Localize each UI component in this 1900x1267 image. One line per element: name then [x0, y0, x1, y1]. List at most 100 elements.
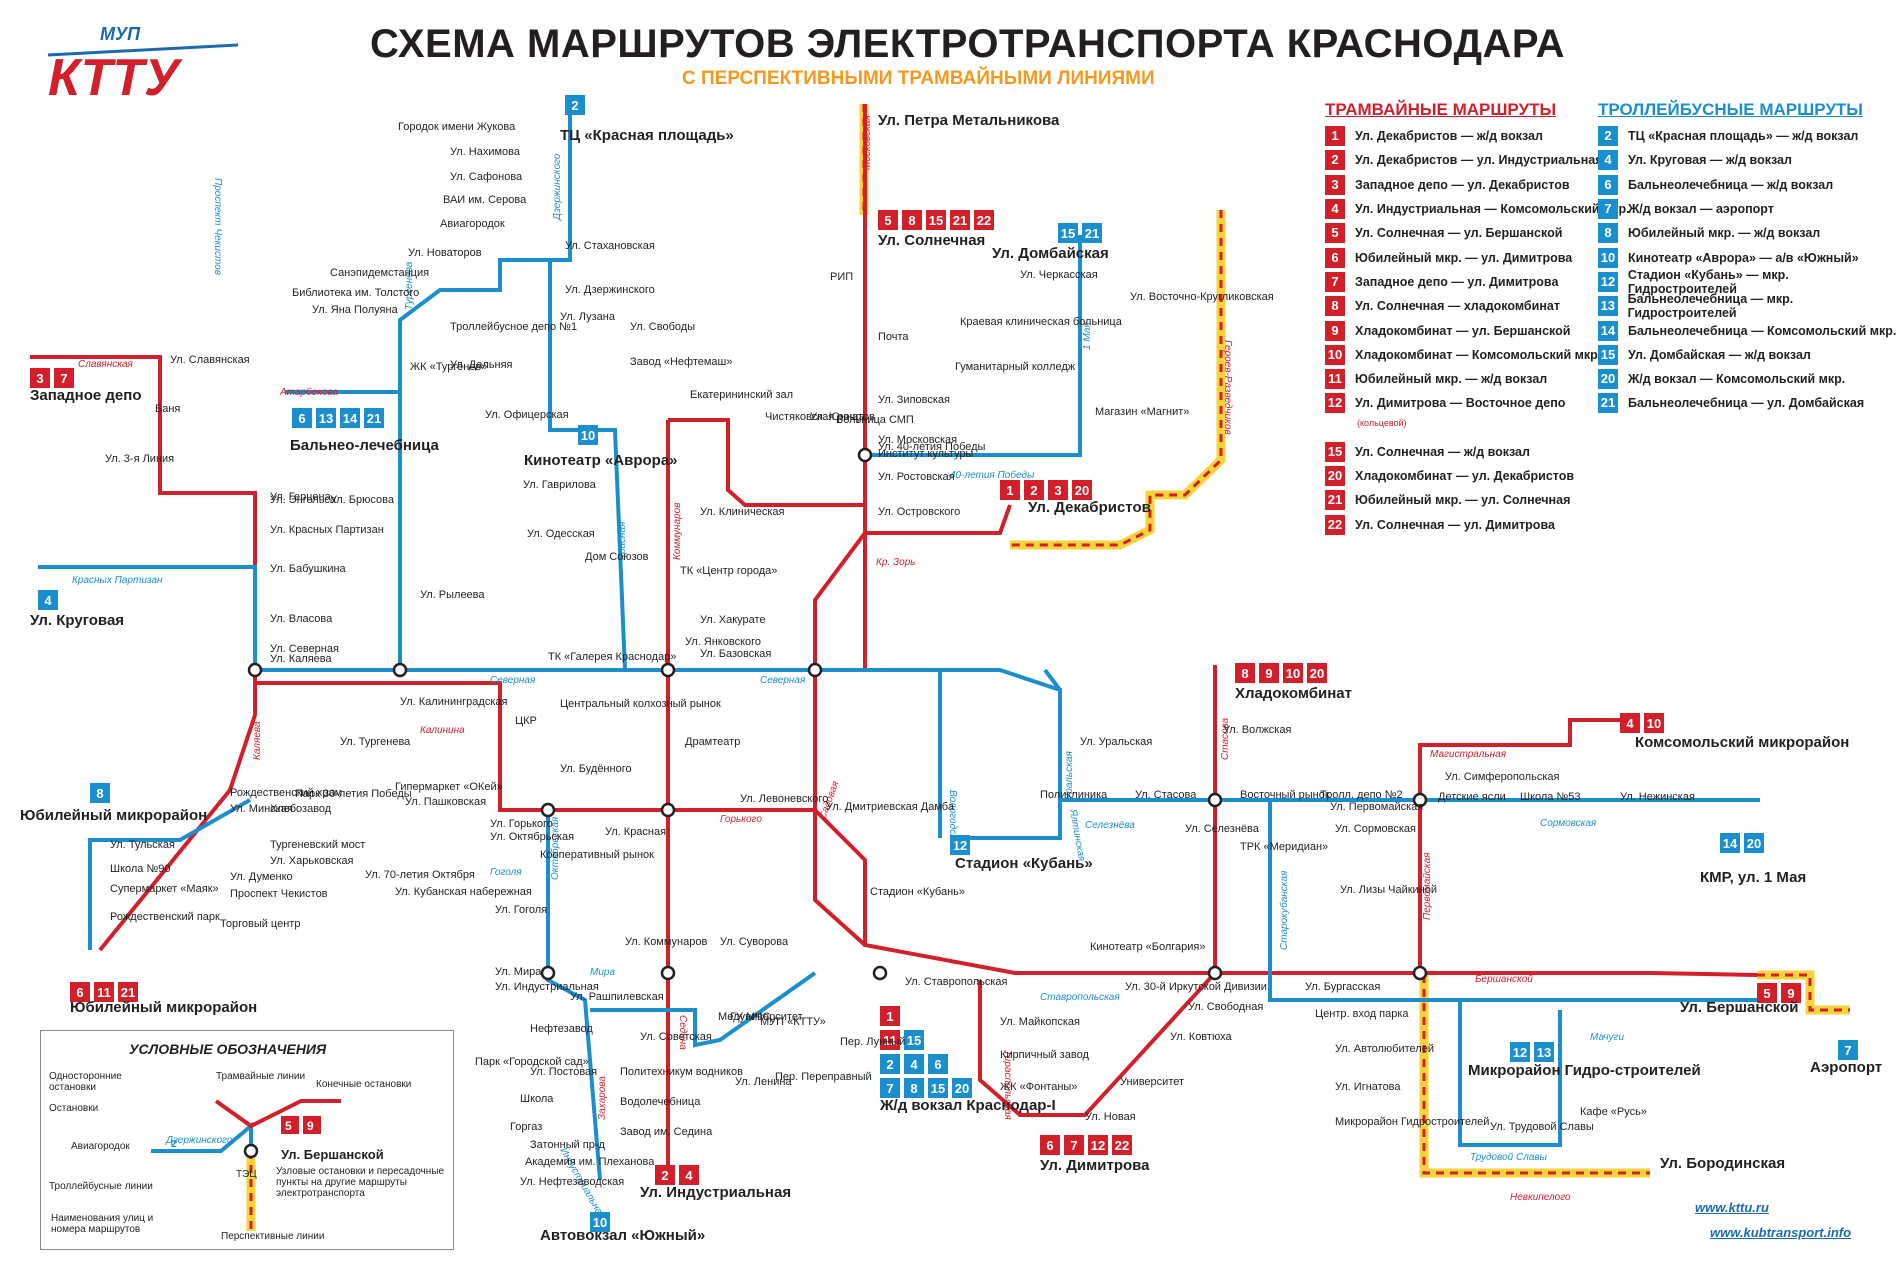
route-badge	[1644, 713, 1664, 733]
street-krasnaya: Красная	[617, 521, 628, 560]
tram-route-text: Юбилейный мкр. — ж/д вокзал	[1355, 372, 1548, 387]
node-turgeneva	[392, 662, 408, 678]
terminal-label: Ж/д вокзал Краснодар-I	[879, 1097, 1056, 1114]
stop-label: Ул. 70-летия Октября	[365, 869, 475, 881]
terminal-label: Ул. Круговая	[30, 612, 124, 629]
website-link-1[interactable]: www.kttu.ru	[1695, 1200, 1769, 1215]
stop-label: Ул. Дзержинского	[565, 284, 655, 296]
stop-label: Школа №53	[1520, 791, 1581, 803]
tram-route-badge: 21	[1325, 490, 1345, 511]
street-kommunarov: Коммунаров	[672, 503, 683, 560]
stop-label: Ул. Новая	[1085, 1111, 1136, 1123]
stop-label: Торговый центр	[220, 918, 300, 930]
tram-route-text: Ул. Солнечная — ул. Бершанской	[1355, 226, 1563, 241]
route-badge-label: 4	[685, 1168, 693, 1183]
legend-item: Дзержинского	[166, 1135, 233, 1146]
tram-route-text: Ул. Солнечная — ж/д вокзал	[1355, 444, 1530, 459]
route-badge-label: 20	[955, 1081, 969, 1096]
stop-label: Парк 30-летия Победы	[295, 788, 412, 800]
route-badge	[90, 783, 110, 803]
stop-label: Ул. Красная	[605, 826, 666, 838]
street-slavyanskaya: Славянская	[78, 359, 134, 370]
route-badge-label: 4	[1626, 716, 1634, 731]
stop-label: ЖК «Тургенев»	[410, 361, 487, 373]
node-selezneva	[1207, 792, 1223, 808]
stop-label: Тургеневский мост	[270, 839, 365, 851]
street-nevkipelogo: Невкипелого	[1510, 1192, 1571, 1203]
tram-route-badge: 6	[1325, 247, 1345, 268]
tram-route-text: Хладокомбинат — Комсомольский мкр.	[1355, 347, 1602, 362]
route-badge-label: 20	[1075, 483, 1089, 498]
stop-label: Школа	[520, 1093, 554, 1105]
street-krasnykh-partizan: Красных Партизан	[72, 575, 163, 586]
stop-label: Институт культуры	[878, 448, 974, 460]
terminal-label: Комсомольский микрорайон	[1635, 734, 1849, 751]
terminal-label: Ул. Димитрова	[1040, 1157, 1150, 1174]
page-subtitle: С ПЕРСПЕКТИВНЫМИ ТРАМВАЙНЫМИ ЛИНИЯМИ	[682, 68, 1155, 89]
node-40-pobedy	[857, 447, 873, 463]
stop-label: Завод «Нефтемаш»	[630, 356, 732, 368]
terminal-label: Западное депо	[30, 387, 141, 404]
stop-label: МУП «КТТУ»	[760, 1016, 826, 1028]
stop-label: Ул. Суворова	[720, 936, 789, 948]
troll-route-item: 20 Ж/д вокзал — Комсомольский мкр.	[1598, 367, 1900, 391]
terminal-label: Ул. Индустриальная	[640, 1184, 791, 1201]
troll-route-text: Ж/д вокзал — аэропорт	[1628, 202, 1774, 217]
route-badge-label: 10	[1286, 666, 1300, 681]
tram-route-text: Хладокомбинат — ул. Декабристов	[1355, 469, 1575, 483]
stop-label: Ул. Индустриальная	[495, 981, 599, 993]
terminal-label: Ул. Солнечная	[878, 232, 985, 249]
troll-route-text: Бальнеолечебница — ул. Домбайская	[1628, 396, 1865, 411]
route-badge	[70, 982, 90, 1002]
route-badge	[94, 982, 114, 1002]
tram-route-text: Ул. Индустриальная — Комсомольский мкр.	[1355, 202, 1630, 217]
route-badge	[1082, 223, 1102, 243]
stop-label: Ул. Бабушкина	[270, 563, 347, 575]
terminal-petra: Ул. Петра Метальникова	[878, 112, 1060, 129]
street-turgeneva: Тургенева	[404, 261, 415, 310]
stop-label: Ул. Ростовская	[878, 471, 955, 483]
route-badge	[364, 408, 384, 428]
logo-top-text: МУП	[100, 24, 141, 44]
stop-label: Ул. Тульская	[110, 839, 175, 851]
stop-label: Ул. Автолюбителей	[1335, 1043, 1434, 1055]
street-magistralnaya: Магистральная	[1430, 749, 1507, 760]
troll-route-badge: 4	[1598, 150, 1618, 171]
stop-label: Рождественский парк	[110, 911, 220, 923]
stop-label: Ул. Стахановская	[565, 240, 655, 252]
stop-label: Ул. Клиническая	[700, 506, 784, 518]
troll-route-badge: 20	[1598, 369, 1618, 390]
stop-label: Ул. Свободная	[1188, 1001, 1263, 1013]
street-kalyaeva: Каляева	[252, 721, 263, 760]
legend-item: Перспективные линии	[221, 1231, 325, 1242]
stop-label: Ул. Сормовская	[1335, 823, 1416, 835]
stop-label: Ул. Кубанская набережная	[395, 886, 532, 898]
troll-route-badge: 21	[1598, 393, 1618, 414]
stop-label: ГУ МЧС	[730, 1011, 770, 1023]
stop-label: Ул. Дмитриевская Дамба	[826, 801, 955, 813]
terminal-label: ТЦ «Красная площадь»	[560, 127, 734, 144]
terminal-label: Хладокомбинат	[1235, 685, 1352, 702]
tram-route-text: Ул. Декабристов — ул. Индустриальная	[1355, 153, 1603, 168]
stop-label: Затонный пр-д	[530, 1139, 606, 1151]
website-link-2[interactable]: www.kubtransport.info	[1710, 1225, 1852, 1240]
route-badge-label: 21	[367, 411, 381, 426]
troll-route-text: Ж/д вокзал — Комсомольский мкр.	[1628, 372, 1846, 387]
stop-label: Супермаркет «Маяк»	[110, 883, 219, 895]
stop-label: Пер. Переправный	[775, 1071, 872, 1083]
stop-label: Ул. Восточно-Кругликовская	[1130, 291, 1274, 303]
tram-routes-heading: ТРАМВАЙНЫЕ МАРШРУТЫ	[1325, 100, 1557, 119]
route-badge-label: 5	[884, 213, 891, 228]
